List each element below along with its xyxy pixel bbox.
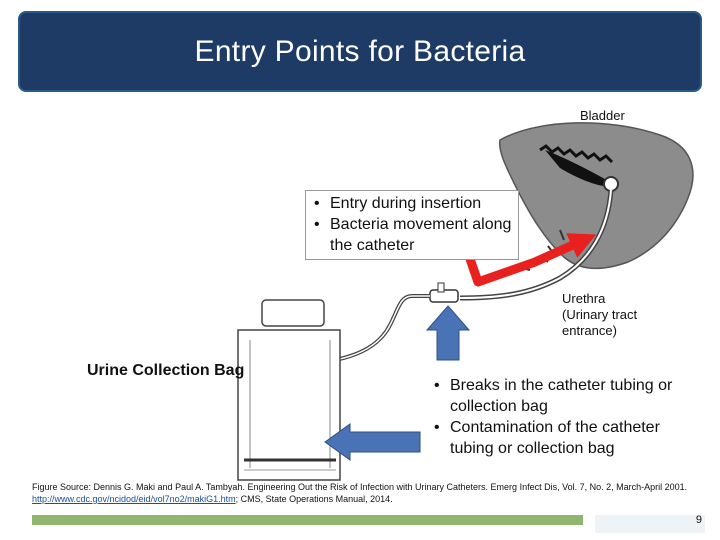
figure-source: Figure Source: Dennis G. Maki and Paul A… — [32, 482, 688, 504]
catheter-connector — [429, 282, 459, 303]
drainage-tube — [334, 294, 430, 362]
callout-item: Breaks in the catheter tubing or collect… — [426, 375, 688, 417]
callout-item: Entry during insertion — [306, 193, 518, 214]
page-number: 9 — [695, 514, 702, 526]
blue-left-arrow — [324, 423, 421, 461]
bladder-illustration — [498, 122, 694, 271]
insertion-callout: Entry during insertion Bacteria movement… — [305, 190, 519, 260]
footer-accent-bar — [32, 515, 583, 525]
callout-item: Bacteria movement along the catheter — [306, 214, 518, 256]
collection-bag-label: Urine Collection Bag — [87, 362, 245, 379]
insertion-callout-list: Entry during insertion Bacteria movement… — [306, 193, 518, 256]
source-link[interactable]: http://www.cdc.gov/ncidod/eid/vol7no2/ma… — [32, 494, 236, 504]
callout-item: Contamination of the catheter tubing or … — [426, 417, 688, 459]
urethra-label: Urethra (Urinary tract entrance) — [562, 291, 638, 338]
footer-page-area — [595, 515, 705, 533]
collection-bag-illustration — [237, 299, 341, 481]
bladder-label: Bladder — [580, 108, 625, 123]
red-arrow — [463, 233, 597, 287]
title-bar: Entry Points for Bacteria — [18, 11, 702, 92]
breaks-callout-list: Breaks in the catheter tubing or collect… — [426, 375, 688, 459]
breaks-callout: Breaks in the catheter tubing or collect… — [426, 375, 688, 459]
slide-title: Entry Points for Bacteria — [194, 34, 526, 68]
blue-up-arrow — [425, 305, 471, 361]
